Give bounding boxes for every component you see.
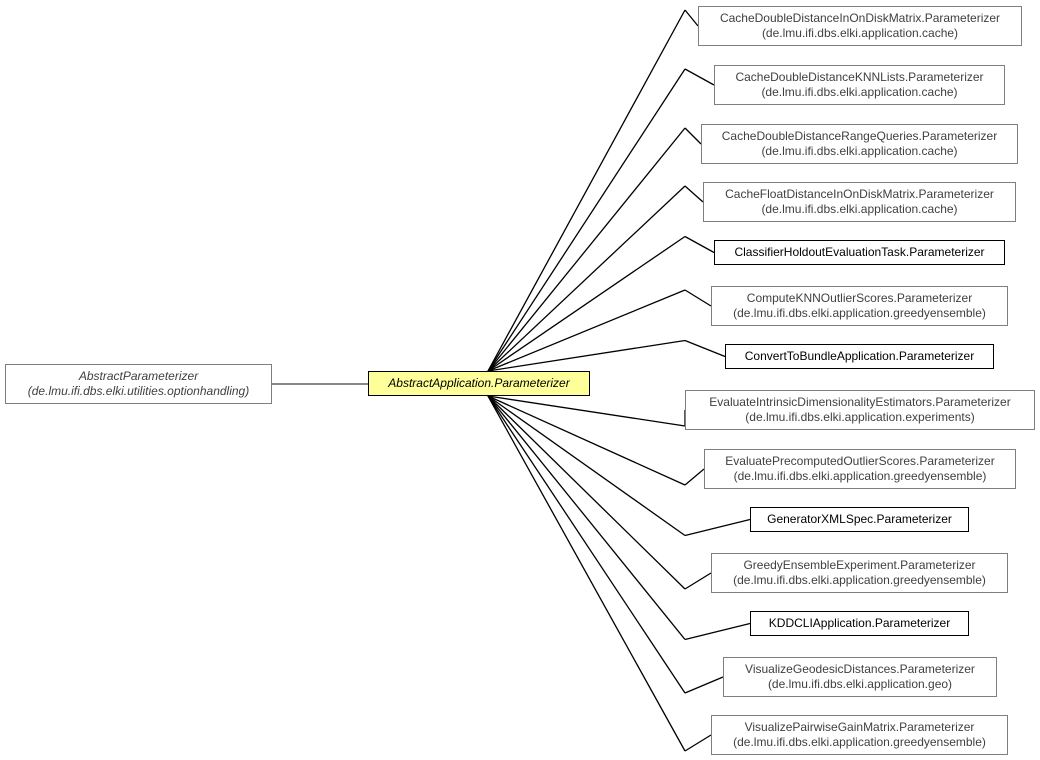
node-child[interactable]: KDDCLIApplication.Parameterizer — [750, 611, 969, 636]
node-package: (de.lmu.ifi.dbs.elki.application.cache) — [761, 26, 959, 40]
node-child[interactable]: CacheDoubleDistanceInOnDiskMatrix.Parame… — [698, 6, 1022, 46]
edge-focus-to-child-tail — [684, 676, 724, 694]
node-name: ConvertToBundleApplication.Parameterizer — [744, 349, 975, 363]
edge-focus-to-child — [487, 395, 686, 537]
node-name: GreedyEnsembleExperiment.Parameterizer — [743, 558, 976, 572]
edge-focus-to-child-tail — [684, 9, 699, 27]
edge-focus-to-child-tail — [684, 468, 705, 486]
node-name: CacheDoubleDistanceRangeQueries.Paramete… — [721, 129, 998, 143]
node-name: EvaluatePrecomputedOutlierScores.Paramet… — [725, 454, 995, 468]
edge-focus-to-child — [487, 127, 686, 372]
edge-focus-to-child — [487, 395, 686, 752]
node-child[interactable]: ComputeKNNOutlierScores.Parameterizer (d… — [711, 286, 1008, 326]
edge-focus-to-child — [487, 289, 686, 372]
edge-focus-to-child-tail — [684, 518, 751, 537]
edge-focus-to-child — [487, 9, 686, 372]
edge-focus-to-child-tail — [684, 339, 726, 358]
node-child[interactable]: EvaluatePrecomputedOutlierScores.Paramet… — [704, 449, 1016, 489]
edge-focus-to-child — [487, 395, 686, 640]
edge-focus-to-child-tail — [684, 185, 704, 203]
node-abstract-application-parameterizer[interactable]: AbstractApplication.Parameterizer — [368, 371, 590, 396]
node-package: (de.lmu.ifi.dbs.elki.application.greedye… — [733, 469, 987, 483]
edge-focus-to-child — [487, 395, 686, 694]
edge-focus-to-child — [487, 235, 686, 372]
node-package: (de.lmu.ifi.dbs.elki.application.experim… — [745, 410, 975, 424]
edge-focus-to-child — [487, 395, 686, 590]
node-child[interactable]: CacheFloatDistanceInOnDiskMatrix.Paramet… — [703, 182, 1016, 222]
node-child[interactable]: EvaluateIntrinsicDimensionalityEstimator… — [685, 390, 1035, 430]
node-name: ComputeKNNOutlierScores.Parameterizer — [746, 291, 973, 305]
edge-focus-to-child-tail — [684, 289, 712, 307]
node-child[interactable]: CacheDoubleDistanceKNNLists.Parameterize… — [714, 65, 1005, 105]
node-child[interactable]: CacheDoubleDistanceRangeQueries.Paramete… — [701, 124, 1018, 164]
edge-focus-to-child — [487, 395, 686, 486]
node-name: ClassifierHoldoutEvaluationTask.Paramete… — [734, 245, 985, 259]
node-name: AbstractApplication.Parameterizer — [388, 376, 570, 390]
node-name: KDDCLIApplication.Parameterizer — [768, 616, 951, 630]
edge-focus-to-child-tail — [684, 622, 751, 641]
node-package: (de.lmu.ifi.dbs.elki.application.greedye… — [733, 735, 986, 749]
node-package: (de.lmu.ifi.dbs.elki.application.greedye… — [733, 573, 986, 587]
node-child[interactable]: ClassifierHoldoutEvaluationTask.Paramete… — [714, 240, 1005, 265]
edge-focus-to-child-tail — [684, 235, 715, 254]
node-package: (de.lmu.ifi.dbs.elki.application.cache) — [761, 85, 958, 99]
node-child[interactable]: GeneratorXMLSpec.Parameterizer — [750, 507, 969, 532]
node-name: EvaluateIntrinsicDimensionalityEstimator… — [709, 395, 1011, 409]
edge-focus-to-child-tail — [684, 572, 712, 590]
node-name: CacheFloatDistanceInOnDiskMatrix.Paramet… — [725, 187, 994, 201]
edge-focus-to-child — [487, 185, 686, 372]
node-package: (de.lmu.ifi.dbs.elki.application.cache) — [761, 144, 958, 158]
edge-focus-to-child — [487, 68, 686, 372]
node-name: VisualizeGeodesicDistances.Parameterizer — [745, 662, 975, 676]
node-child[interactable]: VisualizePairwiseGainMatrix.Parameterize… — [711, 715, 1008, 755]
node-name: CacheDoubleDistanceKNNLists.Parameterize… — [735, 70, 984, 84]
node-name: CacheDoubleDistanceInOnDiskMatrix.Parame… — [719, 11, 1001, 25]
edge-focus-to-child-tail — [684, 68, 715, 86]
node-abstract-parameterizer[interactable]: AbstractParameterizer (de.lmu.ifi.dbs.el… — [5, 364, 272, 404]
node-package: (de.lmu.ifi.dbs.elki.application.cache) — [761, 202, 958, 216]
node-package: (de.lmu.ifi.dbs.elki.application.geo) — [767, 677, 953, 691]
edge-focus-to-child — [487, 395, 686, 427]
node-child[interactable]: GreedyEnsembleExperiment.Parameterizer (… — [711, 553, 1008, 593]
node-package: (de.lmu.ifi.dbs.elki.utilities.optionhan… — [27, 384, 250, 398]
node-name: GeneratorXMLSpec.Parameterizer — [767, 512, 952, 526]
node-child[interactable]: ConvertToBundleApplication.Parameterizer — [725, 344, 994, 369]
edge-focus-to-child-tail — [684, 734, 712, 752]
node-child[interactable]: VisualizeGeodesicDistances.Parameterizer… — [723, 657, 997, 697]
node-package: (de.lmu.ifi.dbs.elki.application.greedye… — [733, 306, 986, 320]
node-name: VisualizePairwiseGainMatrix.Parameterize… — [744, 720, 975, 734]
edge-focus-to-child-tail — [684, 127, 702, 145]
node-name: AbstractParameterizer — [78, 369, 199, 383]
edge-focus-to-child — [487, 339, 686, 372]
